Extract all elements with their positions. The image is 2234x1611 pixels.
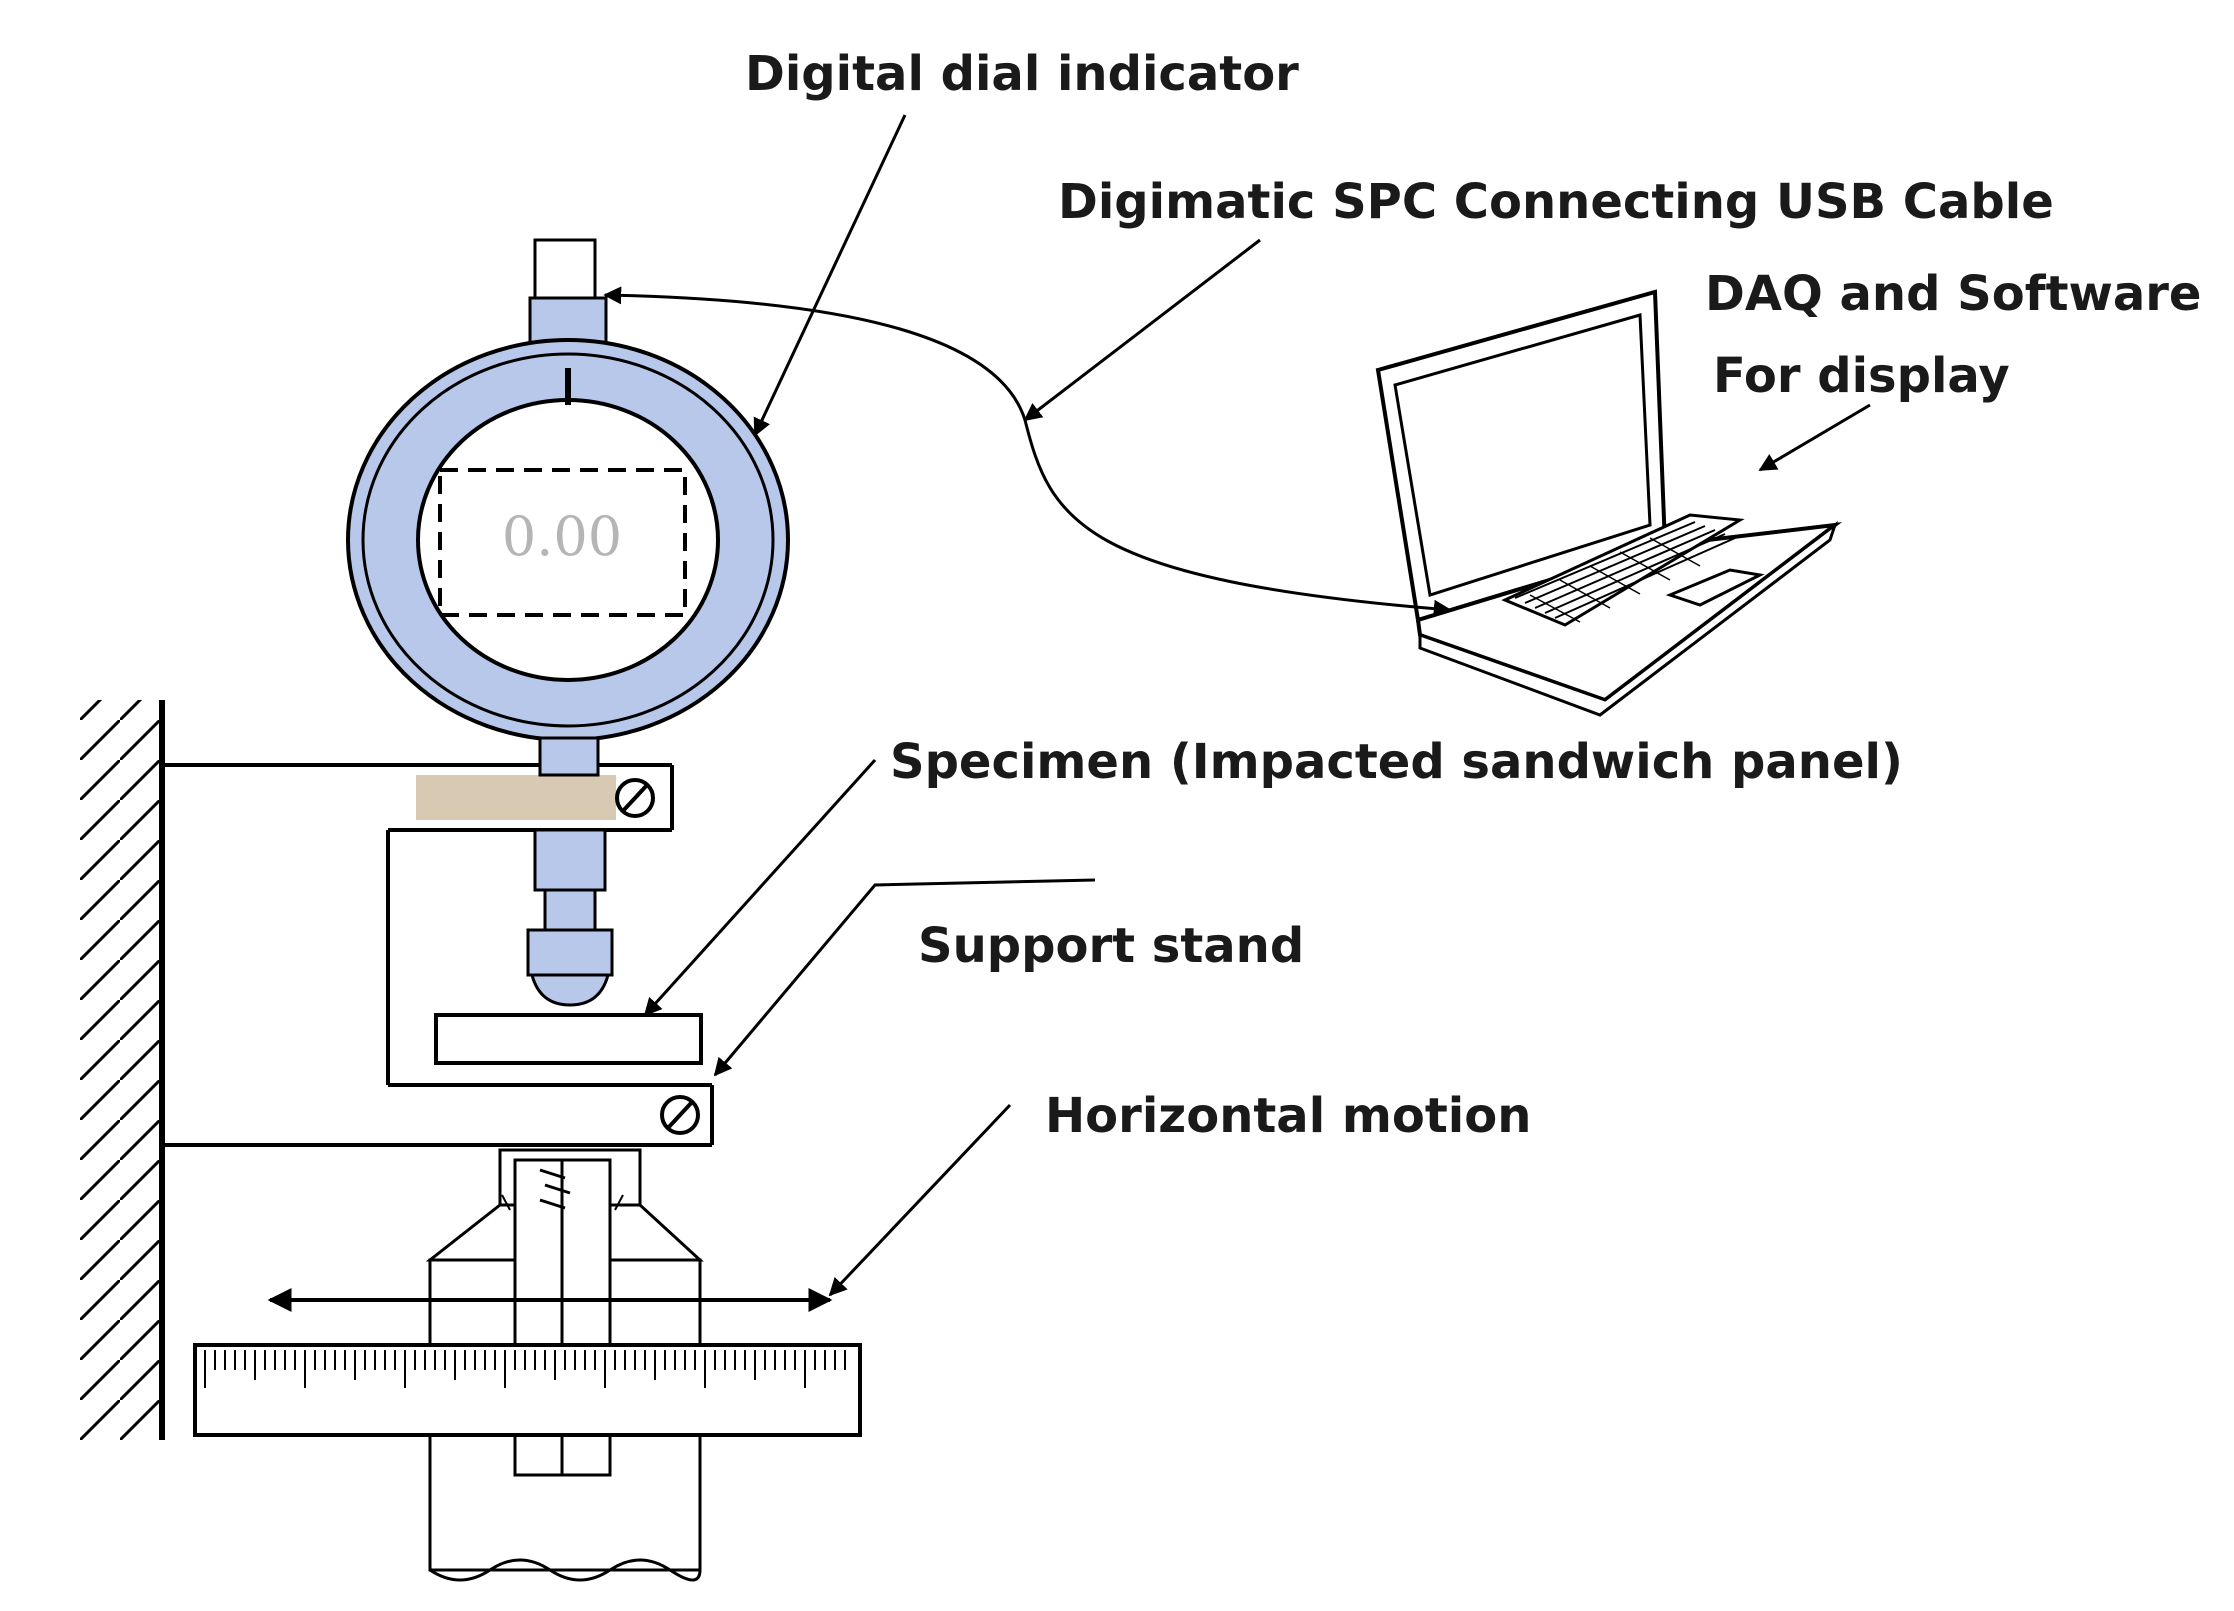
daq-leader bbox=[1758, 403, 1871, 472]
label-usb-cable: Digimatic SPC Connecting USB Cable bbox=[1058, 174, 2054, 230]
stand-screw bbox=[660, 1095, 700, 1135]
label-specimen: Specimen (Impacted sandwich panel) bbox=[890, 734, 1903, 790]
label-digital-dial-indicator: Digital dial indicator bbox=[745, 46, 1299, 102]
support-stand-leader bbox=[713, 878, 1096, 1077]
laptop-touchpad bbox=[1665, 568, 1765, 607]
clamp-screw bbox=[615, 778, 655, 818]
label-daq-line1: DAQ and Software bbox=[1705, 266, 2201, 322]
specimen-panel bbox=[434, 1013, 703, 1065]
probe-tip bbox=[530, 973, 610, 1007]
measurement-ruler bbox=[193, 1343, 862, 1437]
usb-cable-leader bbox=[1023, 238, 1261, 422]
label-support-stand: Support stand bbox=[918, 918, 1304, 974]
digital-dial-indicator: 0.00 bbox=[346, 238, 790, 777]
clamp-block bbox=[416, 775, 616, 820]
support-stand bbox=[162, 830, 714, 1147]
dial-readout: 0.00 bbox=[502, 505, 622, 568]
label-horizontal-motion: Horizontal motion bbox=[1045, 1088, 1531, 1144]
label-daq-line2: For display bbox=[1713, 348, 2010, 404]
wall bbox=[80, 700, 165, 1440]
horizontal-motion-leader bbox=[828, 1103, 1012, 1297]
specimen-leader bbox=[643, 758, 877, 1017]
dial-indicator-leader bbox=[753, 114, 907, 437]
indicator-stem bbox=[526, 828, 614, 1007]
indicator-cap bbox=[533, 238, 597, 302]
stand-upper-arm bbox=[162, 763, 674, 832]
